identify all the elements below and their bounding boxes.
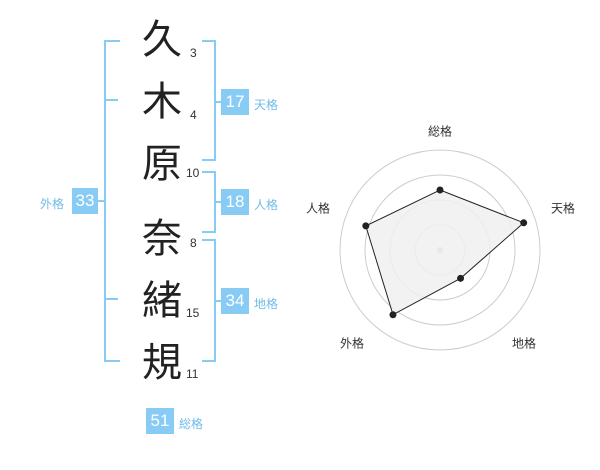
stroke-count-5: 15: [186, 306, 200, 320]
jinkaku-label: 人格: [254, 198, 279, 212]
name-char-4: 奈: [142, 216, 182, 262]
radar-point-3: [457, 274, 465, 282]
stroke-count-4: 8: [190, 236, 197, 250]
soukaku-value: 51: [146, 408, 174, 434]
radar-label-chikaku: 地格: [511, 336, 537, 351]
tenkaku-label: 天格: [254, 98, 279, 112]
gaikaku-mid-tick: [98, 200, 106, 202]
stroke-count-3: 10: [186, 166, 200, 180]
radar-ring: [414, 224, 466, 276]
radar-point-1: [436, 186, 444, 194]
radar-label-soukaku: 総格: [427, 124, 453, 139]
gaikaku-bracket: [104, 40, 120, 362]
soukaku-label: 総格: [179, 417, 204, 431]
tenkaku-tick: [214, 101, 222, 103]
radar-point-4: [389, 311, 397, 319]
gaikaku-tick-2: [106, 298, 118, 300]
name-char-6: 規: [142, 340, 182, 386]
name-char-3: 原: [142, 141, 182, 187]
stroke-count-6: 11: [186, 367, 199, 381]
radar-area: [365, 189, 525, 316]
radar-point-2: [520, 219, 528, 227]
name-char-2: 木: [142, 79, 182, 125]
name-char-5: 緒: [142, 278, 182, 324]
chikaku-value: 34: [221, 288, 249, 314]
radar-label-tenkaku: 天格: [550, 201, 576, 216]
jinkaku-tick: [214, 201, 222, 203]
radar-point-5: [362, 222, 370, 230]
gaikaku-label: 外格: [40, 197, 65, 211]
chikaku-label: 地格: [254, 297, 279, 311]
radar-ring: [339, 149, 541, 351]
gaikaku-tick-1: [106, 99, 118, 101]
radar-center: [437, 247, 443, 253]
radar-ring: [389, 199, 491, 301]
radar-label-jinkaku: 人格: [305, 201, 331, 216]
jinkaku-value: 18: [221, 189, 249, 215]
stroke-count-2: 4: [190, 108, 197, 122]
tenkaku-bracket: [202, 40, 216, 161]
name-char-1: 久: [142, 17, 182, 63]
gaikaku-value: 33: [72, 188, 98, 214]
tenkaku-value: 17: [221, 89, 249, 115]
radar-ring: [364, 174, 516, 326]
stroke-count-1: 3: [190, 46, 197, 60]
chikaku-tick: [214, 300, 222, 302]
radar-label-gaikaku: 外格: [339, 336, 365, 351]
